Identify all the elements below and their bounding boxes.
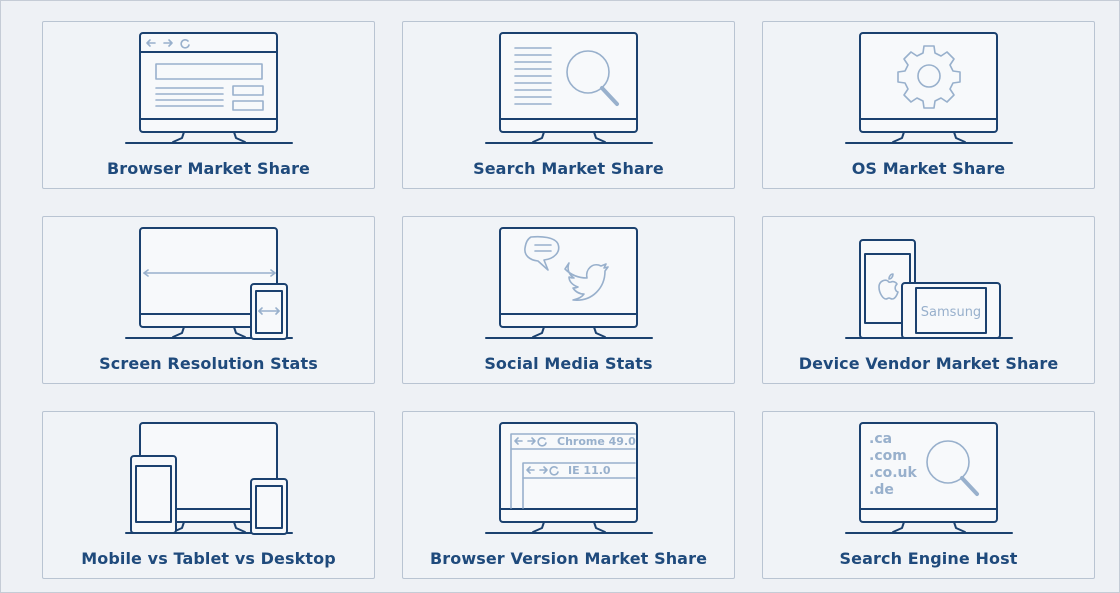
card-label: OS Market Share	[851, 159, 1006, 178]
card-search-engine-host[interactable]: .ca .com .co.uk .de Search Engine Host	[762, 411, 1095, 579]
search-host-icon: .ca .com .co.uk .de	[845, 422, 1013, 534]
browser-monitor-icon	[125, 32, 293, 144]
card-search-market-share[interactable]: Search Market Share	[402, 21, 735, 189]
search-monitor-icon	[485, 32, 653, 144]
browser-version-icon: Chrome 49.0 IE 11.0	[485, 422, 653, 534]
device-vendor-icon: Samsung	[845, 239, 1013, 339]
card-label: Browser Version Market Share	[429, 549, 708, 568]
browser-version-1: Chrome 49.0	[557, 435, 636, 448]
card-label: Search Market Share	[473, 159, 664, 178]
twitter-bird-icon	[564, 262, 609, 301]
card-social-media-stats[interactable]: Social Media Stats	[402, 216, 735, 384]
card-label: Screen Resolution Stats	[99, 354, 318, 373]
gear-monitor-icon	[845, 32, 1013, 144]
card-browser-version-market-share[interactable]: Chrome 49.0 IE 11.0 Browser Version Mark…	[402, 411, 735, 579]
multi-device-icon	[125, 422, 293, 535]
domain-ca: .ca	[869, 431, 892, 447]
card-browser-market-share[interactable]: Browser Market Share	[42, 21, 375, 189]
domain-de: .de	[869, 482, 894, 498]
card-label: Social Media Stats	[484, 354, 653, 373]
magnifier-icon	[926, 440, 979, 496]
card-label: Mobile vs Tablet vs Desktop	[81, 549, 336, 568]
domain-co-uk: .co.uk	[869, 465, 918, 481]
chat-bubble-icon	[524, 235, 560, 271]
card-mobile-tablet-desktop[interactable]: Mobile vs Tablet vs Desktop	[42, 411, 375, 579]
gear-icon	[897, 45, 961, 109]
card-screen-resolution-stats[interactable]: Screen Resolution Stats	[42, 216, 375, 384]
card-label: Browser Market Share	[106, 159, 311, 178]
social-monitor-icon	[485, 227, 653, 339]
resolution-monitor-icon	[125, 227, 293, 340]
card-label: Device Vendor Market Share	[798, 354, 1059, 373]
card-os-market-share[interactable]: OS Market Share	[762, 21, 1095, 189]
stats-grid: Browser Market Share Search Market	[42, 21, 1095, 579]
apple-logo-icon	[878, 273, 899, 300]
domain-com: .com	[869, 448, 907, 464]
brand-text: Samsung	[921, 305, 981, 320]
browser-version-2: IE 11.0	[568, 464, 611, 477]
card-device-vendor-market-share[interactable]: Samsung Device Vendor Market Share	[762, 216, 1095, 384]
card-label: Search Engine Host	[839, 549, 1018, 568]
